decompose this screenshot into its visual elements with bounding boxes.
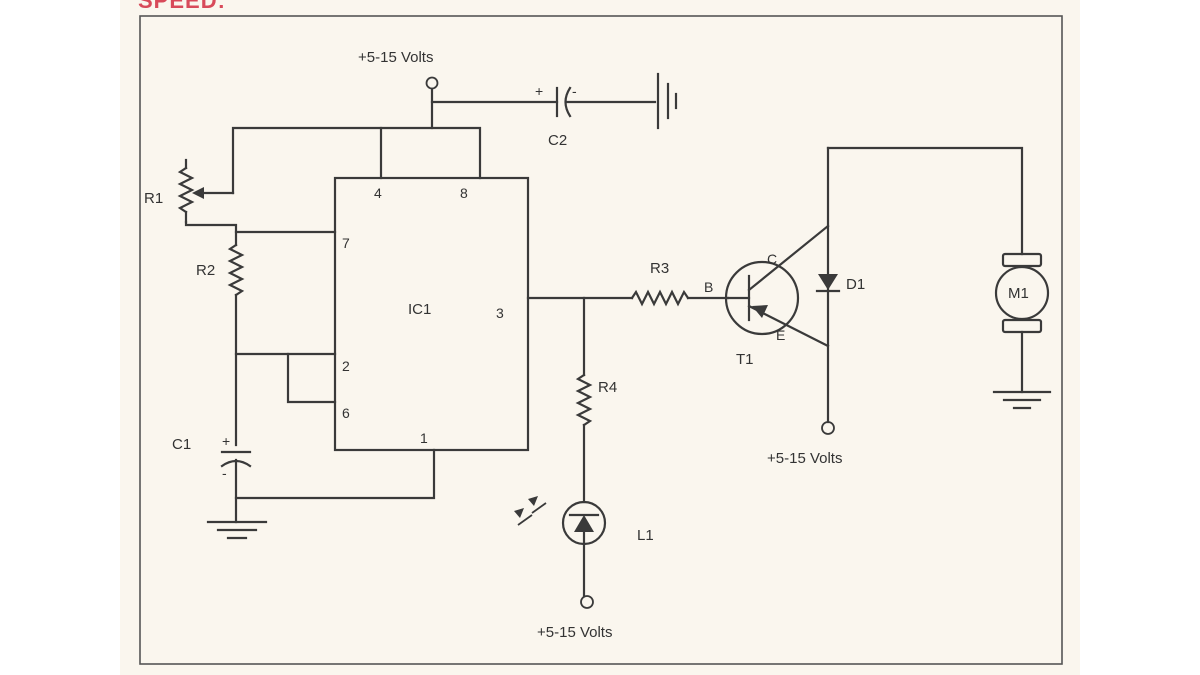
r4-label: R4 (598, 379, 617, 396)
t1-collector: C (767, 251, 777, 267)
vcc-top-terminal (425, 76, 439, 90)
pin-8: 8 (460, 185, 468, 201)
c1-plus: + (222, 433, 230, 449)
top-supply (425, 76, 559, 130)
c2-plus: + (535, 83, 543, 99)
diode-d1 (815, 274, 841, 293)
c1-minus: - (222, 465, 227, 481)
vcc-bottom-terminal (580, 595, 594, 609)
pin-6: 6 (342, 405, 350, 421)
wire-r1-r2 (184, 220, 238, 247)
r2-label: R2 (196, 262, 215, 279)
vcc-top-label: +5-15 Volts (358, 49, 433, 66)
r1-label: R1 (144, 190, 163, 207)
c2-label: C2 (548, 132, 567, 149)
ic1-body (333, 176, 530, 452)
diagram-border (139, 15, 1063, 665)
pin-1: 1 (420, 430, 428, 446)
transistor-t1 (724, 224, 830, 348)
scan-background (120, 0, 1080, 675)
capacitor-c2 (555, 86, 657, 118)
t1-base: B (704, 279, 713, 295)
pin-4: 4 (374, 185, 382, 201)
resistor-r3 (630, 289, 730, 307)
t1-label: T1 (736, 351, 754, 368)
resistor-r2 (227, 243, 245, 297)
wire-pin6 (286, 352, 337, 404)
wire-motor-top (826, 146, 1024, 256)
light-arrows-icon (514, 496, 547, 526)
potentiometer-r1 (177, 158, 235, 224)
c2-minus: - (572, 83, 577, 99)
vcc-mid-terminal (821, 421, 835, 435)
wire-pin1-ground (234, 448, 436, 500)
d1-label: D1 (846, 276, 865, 293)
r3-label: R3 (650, 260, 669, 277)
ground-symbol-left (206, 520, 268, 540)
photodiode-l1 (561, 500, 607, 598)
pin-2: 2 (342, 358, 350, 374)
capacitor-c1 (220, 450, 252, 524)
ground-symbol-right (992, 390, 1052, 410)
pin-3: 3 (496, 305, 504, 321)
wire-top-bus (231, 126, 482, 195)
ground-symbol-c2 (656, 72, 678, 130)
l1-label: L1 (637, 527, 654, 544)
vcc-mid-label: +5-15 Volts (767, 450, 842, 467)
motor-m1 (994, 252, 1050, 394)
c1-label: C1 (172, 436, 191, 453)
t1-emitter: E (776, 327, 785, 343)
vcc-bottom-label: +5-15 Volts (537, 624, 612, 641)
header-text: SPEED: (138, 0, 226, 13)
ic1-label: IC1 (408, 301, 431, 318)
resistor-r4 (575, 373, 593, 504)
pin-7: 7 (342, 235, 350, 251)
m1-label: M1 (1008, 285, 1029, 302)
